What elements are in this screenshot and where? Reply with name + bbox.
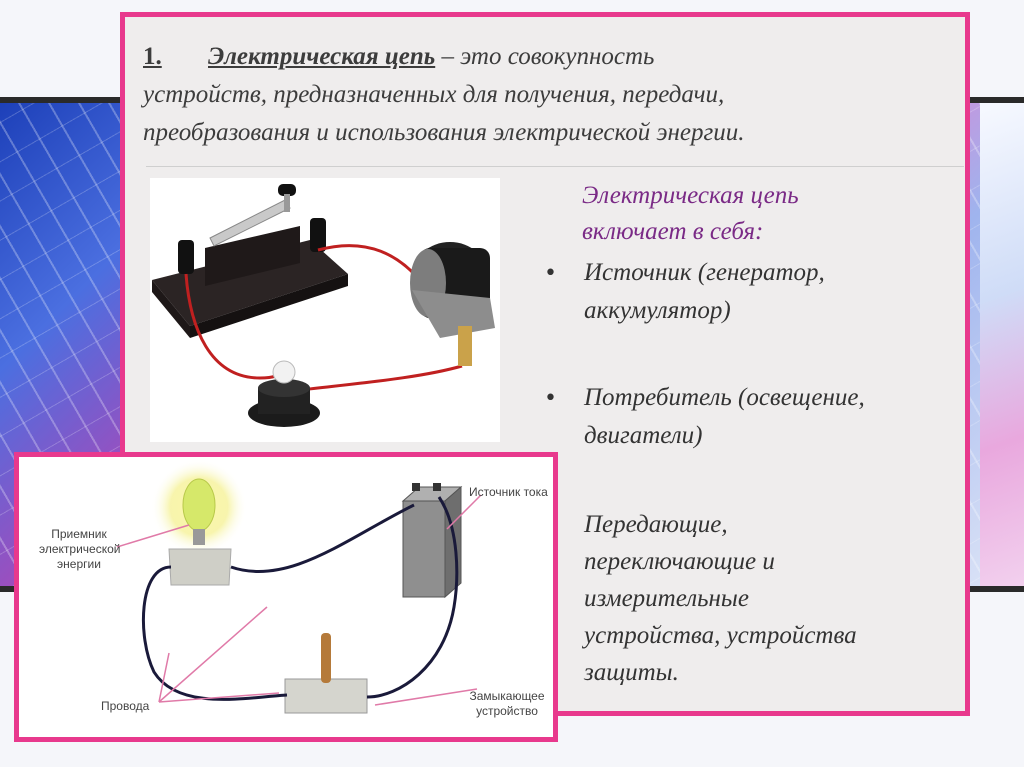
wire-red-3 <box>299 364 463 392</box>
switch-lever <box>321 633 331 683</box>
separator-line <box>146 166 964 167</box>
label-receiver-line-3: энергии <box>57 557 101 571</box>
lamp-bulb <box>272 360 296 384</box>
terminal-right <box>310 218 326 252</box>
circuit-schematic-box: Приемник электрической энергии Источник … <box>14 452 558 742</box>
bullet-item-source-line-2: аккумулятор) <box>584 297 731 324</box>
terminal-left <box>178 240 194 274</box>
transmitting-line-4: устройства, устройства <box>584 622 857 649</box>
definition-line1-rest: это совокупность <box>460 43 655 70</box>
switch-device <box>284 678 368 714</box>
bullet-dot-2: • <box>544 386 557 411</box>
definition-line-2: устройств, предназначенных для получения… <box>143 81 725 108</box>
transmitting-devices-text: Передающие, переключающие и измерительны… <box>584 506 857 691</box>
light-bulb <box>182 478 216 532</box>
bullet-dot-1: • <box>544 261 557 286</box>
transmitting-line-2: переключающие и <box>584 548 775 575</box>
bullet-item-source: Источник (генератор, аккумулятор) <box>584 254 825 330</box>
label-switch-line-1: Замыкающее <box>469 689 545 703</box>
wire-2 <box>230 503 415 573</box>
circuit-photo-drawing <box>152 184 495 427</box>
callout-wire-a <box>158 606 268 703</box>
label-receiver-line-2: электрической <box>39 542 121 556</box>
definition-number: 1. <box>143 43 162 70</box>
includes-title: Электрическая цепь включает в себя: <box>582 178 912 250</box>
switch-knob <box>278 184 296 196</box>
wire-3 <box>366 496 459 699</box>
definition-line-3: преобразования и использования электриче… <box>143 119 745 146</box>
bullet-item-source-line-1: Источник (генератор, <box>584 259 825 286</box>
label-receiver-line-1: Приемник <box>51 527 107 541</box>
transmitting-line-1: Передающие, <box>584 511 728 538</box>
definition-text: 1. Электрическая цепь – это совокупность… <box>143 38 963 152</box>
definition-dash: – <box>435 43 461 70</box>
transmitting-line-3: измерительные <box>584 585 749 612</box>
circuit-schematic-drawing <box>116 459 482 714</box>
callout-switch <box>374 688 478 706</box>
callout-wire-b <box>158 652 170 703</box>
callout-wire-c <box>158 692 280 703</box>
definition-term: Электрическая цепь <box>208 43 436 70</box>
includes-title-line-1: Электрическая цепь <box>582 182 799 209</box>
definition-line-1: 1. Электрическая цепь – это совокупность <box>143 38 963 76</box>
background-right-strip <box>980 103 1024 586</box>
lamp-holder <box>168 548 232 586</box>
battery <box>402 500 446 598</box>
label-receiver: Приемник электрической энергии <box>39 527 121 572</box>
circuit-photo <box>150 178 500 442</box>
bullet-item-consumer-line-1: Потребитель (освещение, <box>584 384 865 411</box>
generator-terminal <box>458 326 472 366</box>
transmitting-line-5: защиты. <box>584 659 679 686</box>
callout-source <box>446 494 482 530</box>
includes-title-line-2: включает в себя: <box>582 218 764 245</box>
label-wires: Провода <box>101 699 150 713</box>
label-switch: Замыкающее устройство <box>465 689 549 719</box>
callout-receiver <box>116 524 190 548</box>
bullet-item-consumer: Потребитель (освещение, двигатели) <box>584 379 865 455</box>
label-source: Источник тока <box>469 485 548 499</box>
label-switch-line-2: устройство <box>476 704 538 718</box>
bullet-item-consumer-line-2: двигатели) <box>584 422 703 449</box>
wire-1 <box>141 565 288 701</box>
